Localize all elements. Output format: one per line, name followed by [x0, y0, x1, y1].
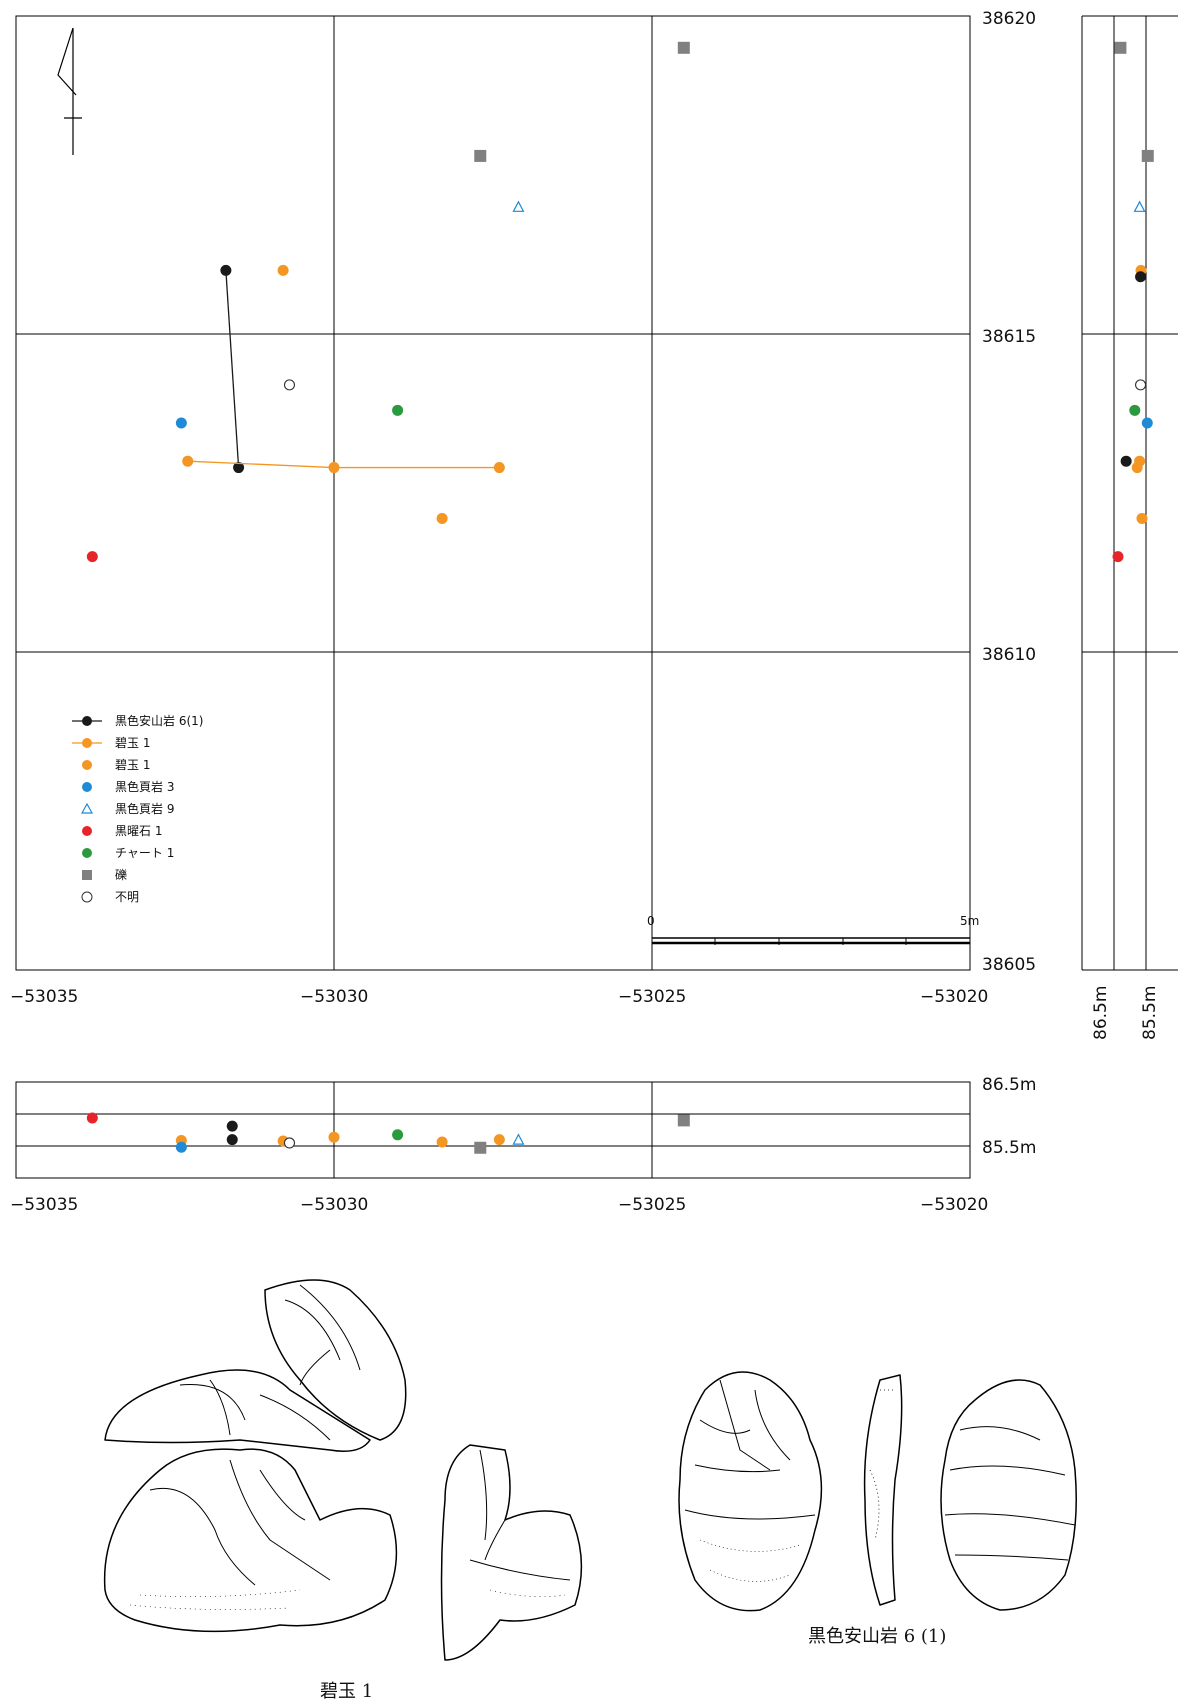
front-xtick-53025: −53025	[618, 1195, 686, 1215]
front-data-marks	[86, 1112, 690, 1154]
andesite-caption: 黒色安山岩 6 (1)	[808, 1626, 946, 1647]
legend-item-shale3: 黒色頁岩 3	[82, 779, 174, 794]
plan-xtick-53025: −53025	[618, 987, 686, 1007]
side-ztick-85-5: 85.5m	[1140, 986, 1160, 1040]
plan-xtick-53020: −53020	[920, 987, 988, 1007]
legend-label-unknown: 不明	[115, 890, 139, 904]
legend-label-gravel: 礫	[115, 867, 127, 882]
plan-point-unknown-0	[283, 379, 296, 391]
front-point-7	[328, 1131, 340, 1143]
side-ztick-86-5: 86.5m	[1091, 986, 1111, 1040]
scale-start-label: 0	[647, 914, 655, 928]
front-xtick-53035: −53035	[10, 1195, 78, 1215]
front-ztick-85-5: 85.5m	[982, 1138, 1036, 1158]
front-point-12	[512, 1133, 525, 1145]
plan-frame	[15, 15, 971, 971]
legend-label-jasper-line: 碧玉 1	[115, 736, 150, 750]
legend-item-chert: チャート 1	[82, 846, 174, 860]
plan-ytick-38615: 38615	[982, 327, 1036, 347]
front-xtick-53030: −53030	[300, 1195, 368, 1215]
side-point-2	[1133, 200, 1146, 212]
side-data-marks	[1112, 41, 1154, 563]
plan-xtick-53035: −53035	[10, 987, 78, 1007]
north-arrow-icon	[57, 27, 82, 155]
legend-label-jasper: 碧玉 1	[115, 758, 150, 772]
jasper-caption: 碧玉 1	[320, 1681, 373, 1700]
plan-point-jasper_line-0	[182, 455, 194, 467]
plan-xtick-53030: −53030	[300, 987, 368, 1007]
front-point-0	[86, 1112, 98, 1124]
legend-label-obsidian: 黒曜石 1	[115, 824, 162, 838]
legend-item-obsidian: 黒曜石 1	[82, 824, 162, 838]
plan-point-jasper-1	[436, 512, 448, 524]
plan-point-jasper_line-2	[493, 462, 505, 474]
scale-bar: 0 5m	[647, 914, 979, 945]
plan-point-shale9-0	[512, 200, 525, 212]
front-point-13	[677, 1114, 690, 1127]
plan-point-gravel-0	[474, 149, 487, 162]
plan-point-andesite_line-1	[233, 462, 245, 474]
legend-label-andesite: 黒色安山岩 6(1)	[115, 713, 203, 728]
plan-ytick-38620: 38620	[982, 9, 1036, 29]
scale-end-label: 5m	[960, 914, 979, 928]
front-point-9	[436, 1136, 448, 1148]
legend-item-andesite: 黒色安山岩 6(1)	[72, 713, 203, 728]
plan-data-marks	[86, 41, 690, 563]
side-elevation: 86.5m 85.5m	[1081, 15, 1178, 1040]
plan-point-shale3-0	[175, 417, 187, 429]
side-point-11	[1136, 512, 1148, 524]
plan-point-obsidian-0	[86, 551, 98, 563]
legend-item-jasper: 碧玉 1	[82, 758, 150, 772]
plan-view: 38620 38615 38610 38605 −53035 −53030 −5…	[10, 9, 1036, 1007]
plan-ytick-38610: 38610	[982, 645, 1036, 665]
front-xtick-53020: −53020	[920, 1195, 988, 1215]
front-point-6	[283, 1137, 296, 1149]
legend-item-unknown: 不明	[81, 890, 139, 904]
legend-item-jasper-line: 碧玉 1	[72, 736, 150, 750]
plan-ytick-38605: 38605	[982, 955, 1036, 975]
front-point-8	[392, 1129, 404, 1141]
side-point-1	[1141, 149, 1154, 162]
legend-label-chert: チャート 1	[115, 846, 174, 860]
front-elevation: 86.5m 85.5m −53035 −53030 −53025 −53020	[10, 1075, 1036, 1215]
side-point-0	[1114, 41, 1127, 54]
front-point-10	[474, 1141, 487, 1154]
side-point-6	[1129, 404, 1141, 416]
front-point-2	[175, 1141, 187, 1153]
side-point-4	[1135, 271, 1147, 283]
front-point-4	[226, 1134, 238, 1146]
legend-label-shale3: 黒色頁岩 3	[115, 779, 174, 794]
front-point-3	[226, 1120, 238, 1132]
jasper-artifact-drawing	[103, 1279, 583, 1661]
plan-line-andesite_line	[225, 270, 240, 468]
legend-item-shale9: 黒色頁岩 9	[80, 801, 174, 816]
andesite-artifact-drawing	[678, 1371, 1077, 1612]
plan-point-chert-0	[392, 404, 404, 416]
front-ztick-86-5: 86.5m	[982, 1075, 1036, 1095]
side-point-8	[1120, 455, 1132, 467]
plan-point-jasper_line-1	[328, 462, 340, 474]
front-point-11	[493, 1134, 505, 1146]
side-point-10	[1131, 462, 1143, 474]
legend-label-shale9: 黒色頁岩 9	[115, 801, 174, 816]
plan-point-gravel-1	[677, 41, 690, 54]
side-point-7	[1141, 417, 1153, 429]
side-point-12	[1112, 551, 1124, 563]
plan-point-jasper-0	[277, 264, 289, 276]
legend-item-gravel: 礫	[82, 867, 127, 882]
side-point-5	[1135, 379, 1147, 391]
legend: 黒色安山岩 6(1) 碧玉 1 碧玉 1 黒色頁岩 3 黒色頁岩 9 黒	[72, 713, 203, 904]
plan-point-andesite_line-0	[220, 264, 232, 276]
